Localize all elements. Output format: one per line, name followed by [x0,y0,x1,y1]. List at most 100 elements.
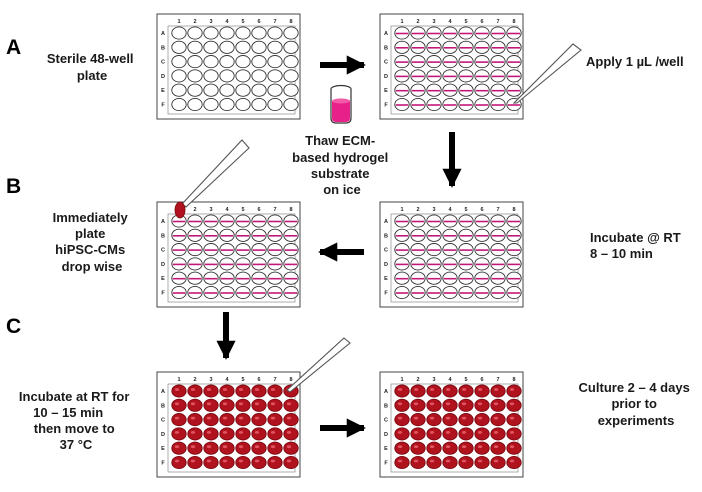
well-highlight [174,431,180,434]
well-with-cells [442,384,458,398]
plate-column-label: 8 [289,19,292,25]
well-with-cells [410,441,426,455]
well-highlight [445,445,451,449]
well [219,83,235,97]
well [283,69,299,83]
plate-row-label: A [384,31,388,37]
well-highlight [429,416,435,420]
well [203,26,219,40]
well-highlight [445,388,451,391]
plate-row-label: A [161,219,165,225]
well-highlight [254,459,260,463]
well-with-cells [458,413,474,427]
well-highlight [477,416,483,420]
plate-row-label: C [384,248,388,254]
well [251,69,267,83]
well [235,26,251,40]
well-highlight [190,459,196,463]
plate-column-label: 5 [464,377,467,383]
well-highlight [174,388,180,391]
plate-row-label: B [161,233,165,239]
plate-column-label: 4 [225,207,229,213]
well-with-cells [394,427,410,441]
well-highlight [493,431,499,434]
well [187,97,203,112]
well-with-cells [458,441,474,455]
well [171,26,187,40]
well-with-cells [171,398,187,412]
well-highlight [413,402,419,406]
well [171,97,187,112]
plate-row-label: E [384,88,388,94]
well-highlight [509,402,515,406]
well-with-cells [474,441,490,455]
plate-column-label: 2 [193,19,196,25]
well-highlight [270,388,276,391]
well-with-cells [235,441,251,455]
label-thaw: Thaw ECM- based hydrogel substrate on ic… [292,133,392,197]
plate-column-label: 2 [193,207,196,213]
well-highlight [397,431,403,434]
plate-column-label: 1 [400,19,403,25]
well-highlight [397,388,403,391]
well-highlight [509,459,515,463]
well-highlight [461,388,467,391]
plate-row-label: C [161,60,165,66]
well-highlight [461,445,467,449]
well-highlight [509,388,515,391]
plate-column-label: 1 [177,19,180,25]
well [203,55,219,69]
well-with-cells [506,441,522,455]
well-highlight [397,416,403,420]
well [203,97,219,112]
well-with-cells [410,427,426,441]
well-with-cells [394,398,410,412]
well [235,83,251,97]
well-highlight [270,402,276,406]
well-with-cells [283,413,299,427]
plate-column-label: 7 [273,377,276,383]
well [235,55,251,69]
well-highlight [397,445,403,449]
well-highlight [461,431,467,434]
plate-column-label: 2 [416,207,419,213]
well [235,69,251,83]
well-highlight [190,431,196,434]
well-with-cells [283,427,299,441]
well-with-cells [442,455,458,470]
well-highlight [461,459,467,463]
plate-column-label: 5 [464,19,467,25]
plate-column-label: 3 [209,207,212,213]
plate-column-label: 1 [400,377,403,383]
well-with-cells [283,441,299,455]
well [267,69,283,83]
well-highlight [222,388,228,391]
well-with-cells [267,441,283,455]
well [267,40,283,54]
well-highlight [286,459,292,463]
well-with-cells [251,441,267,455]
well-highlight [413,445,419,449]
plate-well-area [167,383,296,473]
plate-column-label: 6 [257,377,260,383]
well-with-cells [410,455,426,470]
plate-row-label: C [161,248,165,254]
well-with-cells [394,441,410,455]
plate-row-label: E [384,276,388,282]
well-with-cells [506,413,522,427]
well-with-cells [235,413,251,427]
plate-row-label: D [384,74,388,80]
plate-row-label: B [384,233,388,239]
plate-column-label: 7 [273,207,276,213]
well-highlight [222,445,228,449]
plate-column-label: 2 [193,377,196,383]
plate-column-label: 3 [432,377,435,383]
well-highlight [413,388,419,391]
well-highlight [270,445,276,449]
well [219,26,235,40]
well-with-cells [474,384,490,398]
